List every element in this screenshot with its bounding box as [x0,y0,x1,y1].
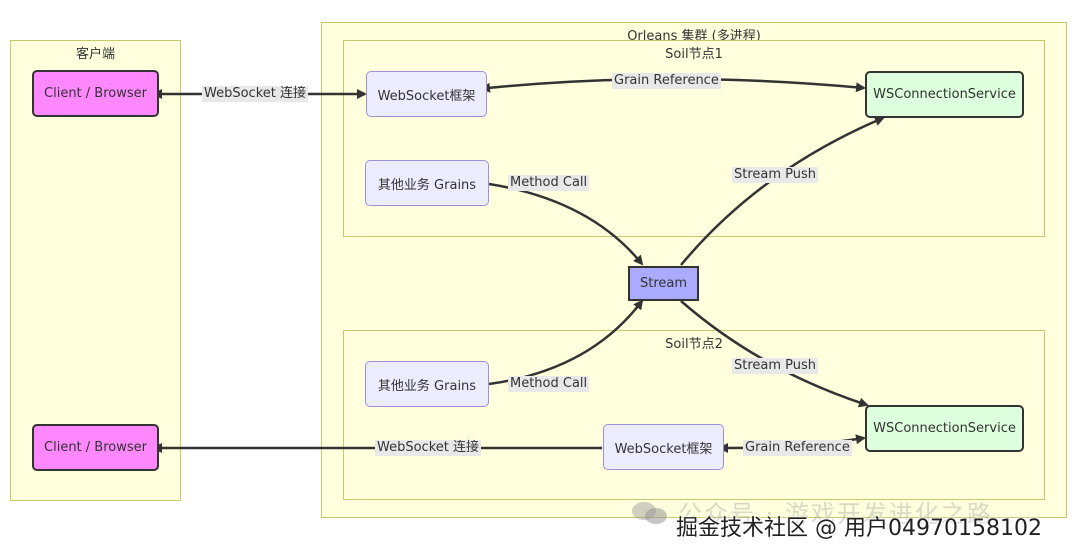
edge-method-call-2 [488,299,644,386]
stream-label: Stream [639,276,688,291]
other-grains-node-1: 其他业务 Grains [365,160,489,206]
client-browser-node-1: Client / Browser [32,70,159,117]
ws-connection-service-node-2: WSConnectionService [865,405,1024,452]
stream-node: Stream [628,266,699,301]
other-grains-label-1: 其他业务 Grains [377,177,477,193]
edge-label-stream-push-1: Stream Push [732,167,819,183]
websocket-frame-label-2: WebSocket框架 [614,441,713,457]
edge-stream-push-2 [680,300,869,408]
edge-label-ws-link-2: WebSocket 连接 [375,440,481,456]
edge-label-ws-link-1: WebSocket 连接 [202,86,308,102]
watermark-faint-text: 公众号 · 游戏开发进化之路 [678,500,993,528]
client-browser-node-2: Client / Browser [32,424,159,471]
edge-stream-push-1 [680,116,885,266]
edge-method-call-1 [488,182,644,266]
edge-label-grain-ref-2: Grain Reference [743,440,852,456]
edge-label-grain-ref-1: Grain Reference [612,73,721,89]
watermark-main-text: 掘金技术社区 @ 用户04970158102 [676,516,1042,541]
websocket-frame-node-1: WebSocket框架 [366,71,487,117]
websocket-frame-label-1: WebSocket框架 [377,88,476,104]
edge-label-method-call-2: Method Call [508,376,590,392]
other-grains-node-2: 其他业务 Grains [365,361,489,407]
wechat-icon [632,502,667,524]
client-browser-label-1: Client / Browser [44,86,147,101]
edge-label-stream-push-2: Stream Push [732,358,819,374]
ws-connection-service-node-1: WSConnectionService [865,71,1024,118]
client-browser-label-2: Client / Browser [44,440,147,455]
edge-label-method-call-1: Method Call [508,175,590,191]
soil1-cluster-title: Soil节点1 [665,47,723,62]
soil2-cluster-title: Soil节点2 [665,337,723,352]
ws-connection-service-label-1: WSConnectionService [873,87,1016,102]
websocket-frame-node-2: WebSocket框架 [603,424,724,470]
client-cluster-title: 客户端 [75,47,115,62]
ws-connection-service-label-2: WSConnectionService [873,421,1016,436]
other-grains-label-2: 其他业务 Grains [377,378,477,394]
